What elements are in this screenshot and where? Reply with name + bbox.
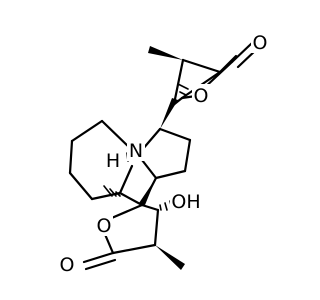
bond-bottom-co-1 <box>82 251 115 264</box>
bond-carbonyl-cme <box>111 243 157 255</box>
hash-spiro-1 <box>115 191 121 197</box>
bond-bottom-co-2 <box>84 258 117 271</box>
bond-az-5 <box>118 164 134 195</box>
hydroxyl-label: OH <box>171 191 200 213</box>
hash-oh-1 <box>159 204 162 211</box>
wedge-c3-top <box>160 98 178 129</box>
bond-az-spiro <box>118 191 144 207</box>
bond-c2-c1 <box>183 138 192 173</box>
bond-c3-c2 <box>158 127 192 142</box>
hydrogen-label: H <box>106 150 120 172</box>
oxygen-label-bottom-carbonyl: O <box>60 254 75 276</box>
wedge-spiro-top <box>139 178 156 205</box>
stereo-bonds <box>139 46 185 270</box>
bond-c1-c8a <box>154 169 187 180</box>
bond-coh-spiro <box>140 203 160 212</box>
hash-spiro-3 <box>103 185 113 197</box>
bond-az-3 <box>68 171 94 201</box>
atom-labels: N O O O O OH H <box>58 31 269 276</box>
wedge-top-methyl <box>148 46 183 60</box>
hash-top-1 <box>179 91 187 96</box>
hash-spiro-2 <box>109 188 117 197</box>
hash-oh-2 <box>164 202 168 211</box>
nitrogen-label: N <box>129 140 143 162</box>
bond-az-1 <box>70 119 104 143</box>
bond-top-c-ch2 <box>172 58 185 106</box>
wedge-bottom-methyl <box>155 245 185 270</box>
molecule-structure: N O O O O OH H <box>58 31 269 276</box>
bond-top-co-1 <box>230 41 254 64</box>
hash-top-2 <box>177 83 189 90</box>
bond-lines <box>68 41 260 271</box>
bond-c8a-n <box>140 158 158 180</box>
oxygen-label-top-carbonyl: O <box>253 32 268 54</box>
bond-top-ring-side <box>181 58 222 74</box>
oxygen-label-bottom-ring: O <box>97 215 112 237</box>
bond-az-2 <box>68 139 74 175</box>
oxygen-label-top-ring: O <box>194 85 209 107</box>
bond-cme-coh <box>153 208 160 247</box>
